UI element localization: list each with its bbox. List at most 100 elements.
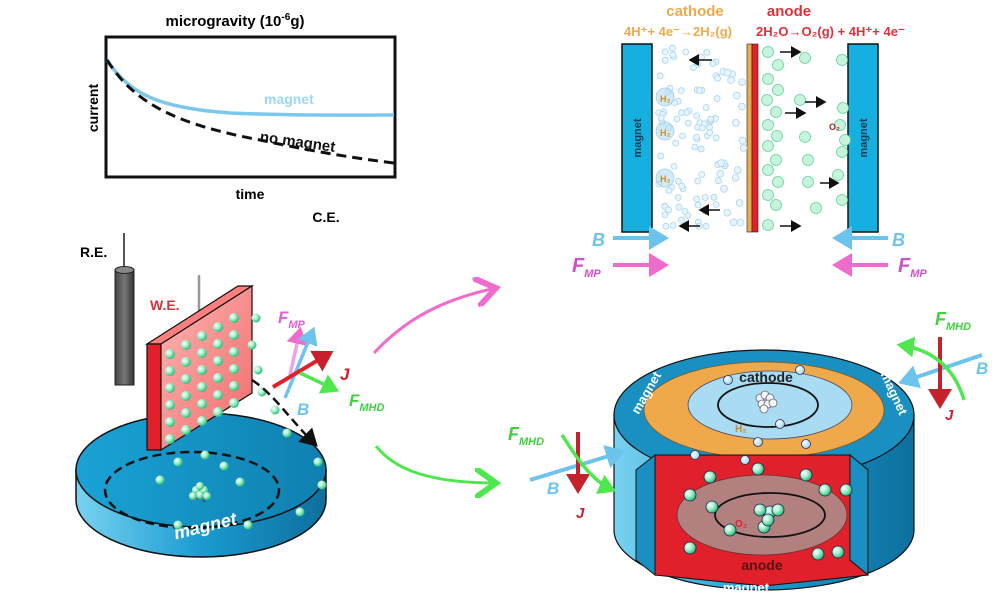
o2-bubble	[229, 381, 239, 391]
h2-bubbles	[655, 44, 748, 230]
h2-bubble	[657, 114, 665, 122]
o2-bubble	[839, 134, 851, 146]
h2-bubble	[714, 74, 721, 82]
bubble-flow-arrow	[251, 378, 318, 447]
o2-label: O₂	[829, 122, 840, 132]
o2-bubble	[799, 468, 813, 482]
h2-bubble	[661, 56, 669, 64]
o2-bubble	[771, 503, 785, 517]
h2-bubble	[702, 207, 709, 215]
magnet-label-bottom: magnet	[723, 580, 770, 595]
o2-bubble	[762, 119, 774, 131]
series-magnet-line	[105, 59, 395, 117]
o2-bubble	[762, 219, 774, 231]
h2-bubble	[675, 203, 683, 211]
cylindrical-cell: cathode anode magnet magnet magnet H₂ O₂	[613, 349, 915, 595]
h2-bubble	[674, 194, 682, 201]
h2-bubble	[768, 398, 778, 408]
o2-bubble	[683, 541, 697, 555]
o2-bubble	[213, 407, 223, 417]
h2-bubble	[698, 124, 706, 132]
o2-bubble	[173, 520, 183, 530]
o2-bubble	[802, 176, 814, 188]
o2-bubble	[683, 488, 697, 502]
o2-bubble	[181, 357, 191, 367]
o2-bubble	[705, 500, 719, 514]
f-mp-label: FMP	[278, 308, 306, 331]
f-mhd-vector	[896, 336, 966, 401]
h2-bubble	[681, 207, 689, 215]
o2-bubble	[219, 461, 229, 471]
o2-bubble	[251, 313, 261, 323]
h2-bubble	[665, 206, 672, 214]
h2-circulation	[717, 382, 819, 428]
h2-bubble	[702, 222, 710, 230]
o2-bubble	[229, 347, 239, 357]
h2-bubble	[713, 95, 721, 102]
h2-bubble	[672, 139, 680, 147]
cylinder-right-vectors: FMHD B J	[896, 309, 988, 424]
h2-bubble	[677, 87, 685, 95]
o2-bubble	[270, 405, 280, 415]
j-label: J	[340, 365, 350, 384]
h2-bubble	[669, 44, 676, 52]
b-label: B	[976, 359, 988, 378]
h2-bubble	[736, 218, 745, 227]
f-mhd-label: FMHD	[349, 391, 384, 414]
o2-bubble	[196, 482, 204, 490]
h2-bubble	[655, 121, 675, 141]
h2-bubble	[759, 404, 769, 414]
o2-bubble	[818, 483, 832, 497]
h2-bubble	[661, 211, 669, 219]
h2-bubble	[732, 119, 740, 127]
b-label-right: B	[892, 230, 905, 250]
o2-bubbles	[761, 46, 851, 231]
h2-bubble	[690, 450, 700, 460]
f-mhd-label: FMHD	[935, 309, 971, 333]
o2-bubble	[771, 130, 783, 142]
o2-bubble	[762, 140, 774, 152]
reference-electrode	[114, 233, 135, 386]
o2-bubble	[165, 383, 175, 393]
o2-bubble	[200, 450, 210, 460]
o2-bubble	[181, 425, 191, 435]
o2-bubble	[197, 382, 207, 392]
h2-bubble	[723, 208, 732, 217]
o2-bubble	[213, 339, 223, 349]
o2-bubble	[723, 523, 737, 537]
graph-xlabel: time	[236, 186, 265, 202]
series-no-magnet-line	[105, 59, 395, 165]
o2-bubble	[836, 54, 848, 66]
o2-bubble	[253, 365, 263, 375]
o2-bubble	[197, 331, 207, 341]
o2-bubble	[282, 428, 292, 438]
series-label-no-magnet: no magnet	[259, 128, 336, 155]
h2-bubble	[709, 60, 717, 67]
h2-bubble	[738, 102, 746, 111]
o2-bubble	[834, 119, 846, 131]
o2-bubble	[181, 340, 191, 350]
o2-circulation	[714, 492, 826, 538]
h2-bubble	[712, 201, 720, 208]
o2-label: O₂	[735, 519, 747, 530]
h2-bubble	[706, 129, 714, 136]
h2-bubble	[714, 177, 722, 185]
series-label-magnet: magnet	[264, 91, 314, 107]
current-vs-time-graph: microgravity (10-6g) current time magnet…	[85, 12, 397, 202]
graph-title: microgravity (10-6g)	[166, 12, 305, 30]
h2-bubble	[678, 216, 685, 224]
o2-bubble	[753, 503, 767, 517]
o2-bubble	[165, 434, 175, 444]
h2-bubble	[723, 375, 733, 385]
h2-bubble	[702, 104, 710, 111]
o2-bubble	[165, 400, 175, 410]
graph-ylabel: current	[85, 84, 101, 133]
f-mp-label-right: FMP	[898, 255, 927, 280]
anode-label: anode	[741, 557, 782, 573]
h2-bubble	[735, 199, 744, 207]
h2-bubble	[661, 48, 669, 56]
o2-bubble	[811, 547, 825, 561]
h2-bubble	[710, 193, 718, 201]
o2-bubble	[155, 475, 165, 485]
f-mp-label-left: FMP	[572, 255, 601, 280]
